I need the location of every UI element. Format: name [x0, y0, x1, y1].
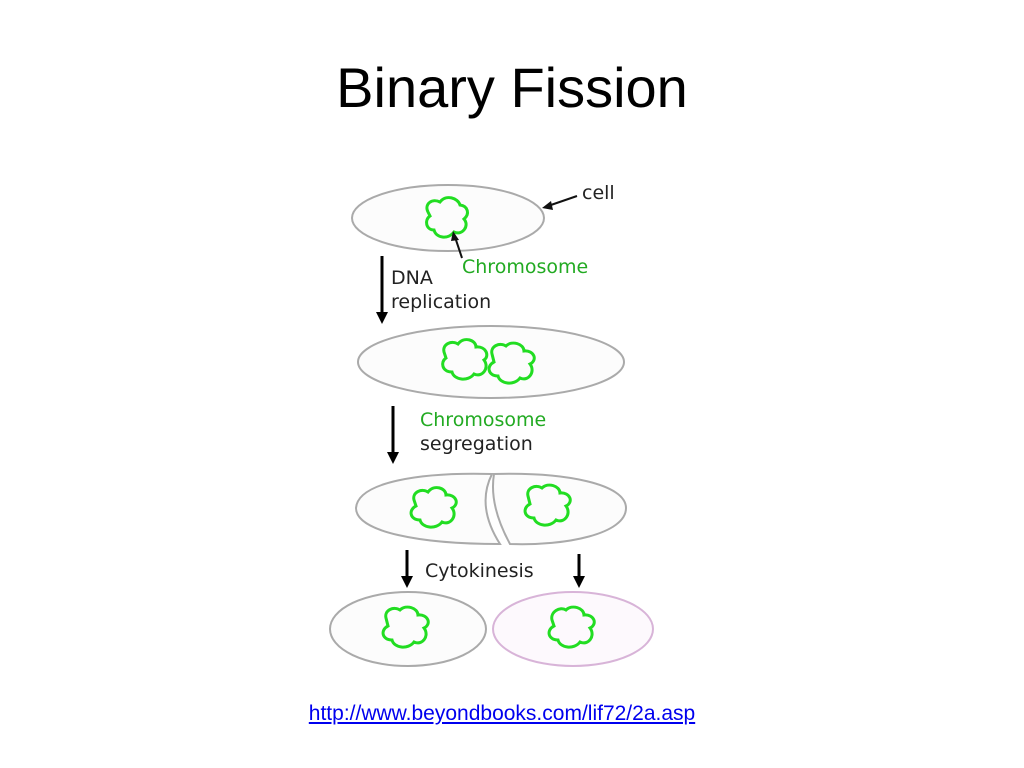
- replication-label: replication: [391, 291, 491, 313]
- chromosome: [487, 341, 536, 385]
- down-arrowhead-left: [401, 576, 413, 588]
- cell-label: cell: [582, 182, 615, 204]
- chromosome-pointer-arrow: [454, 236, 463, 259]
- chromosome-annotation: Chromosome: [451, 231, 588, 278]
- left-daughter-cell: [329, 591, 487, 667]
- source-link[interactable]: http://www.beyondbooks.com/lif72/2a.asp: [308, 702, 696, 725]
- chromosome: [547, 605, 596, 649]
- down-arrowhead: [387, 452, 399, 464]
- chromosome: [381, 605, 430, 649]
- stage-4-daughter-cells: [329, 591, 654, 667]
- right-cell-half: [492, 472, 628, 546]
- chromosome: [425, 196, 469, 239]
- stage-1-cell: [351, 184, 545, 252]
- cell-outline: [351, 184, 545, 252]
- segregation-label: segregation: [420, 433, 533, 455]
- chromosome-segregation-label: Chromosome: [420, 409, 546, 431]
- chromosome-label: Chromosome: [462, 256, 588, 278]
- chromosome: [409, 486, 458, 529]
- chromosome-pointer-arrowhead: [451, 231, 459, 241]
- page-title: Binary Fission: [336, 56, 688, 119]
- down-arrowhead: [376, 312, 388, 324]
- cytokinesis-label: Cytokinesis: [425, 560, 534, 582]
- dna-replication-step: DNA replication: [376, 256, 491, 324]
- right-daughter-cell: [492, 591, 654, 667]
- cytokinesis-step: Cytokinesis: [401, 550, 585, 588]
- stage-2-cell: [357, 325, 625, 399]
- cell-annotation: cell: [542, 182, 615, 210]
- cell-outline: [357, 325, 625, 399]
- chromosome: [441, 338, 489, 381]
- chromosome-segregation-step: Chromosome segregation: [387, 406, 546, 464]
- cell-pointer-arrowhead: [542, 201, 553, 210]
- cell-pointer-arrow: [547, 195, 578, 207]
- stage-3-cell: [354, 472, 628, 546]
- left-cell-half: [354, 472, 502, 546]
- dna-label: DNA: [391, 267, 433, 289]
- chromosome: [523, 483, 572, 527]
- down-arrowhead-right: [573, 576, 585, 588]
